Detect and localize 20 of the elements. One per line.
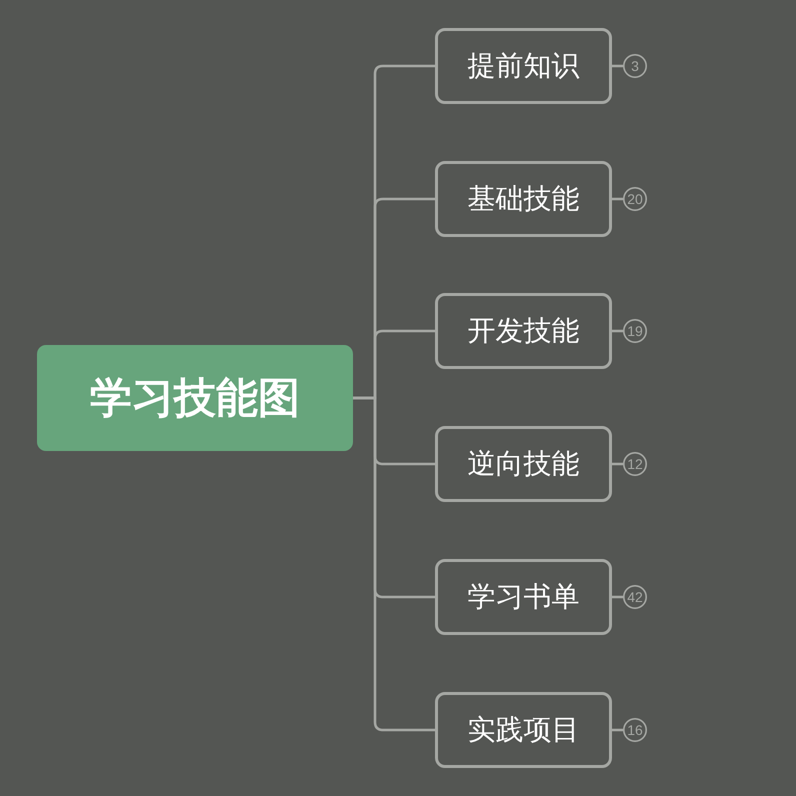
connector-line bbox=[612, 728, 623, 732]
connector-line bbox=[612, 596, 623, 598]
topic-box: 开发技能 bbox=[435, 293, 612, 369]
central-topic-box: 学习技能图 bbox=[37, 345, 353, 451]
connector-line bbox=[353, 396, 435, 732]
connector-line bbox=[612, 462, 623, 466]
count-circle: 3 bbox=[623, 54, 647, 78]
connector-line bbox=[612, 330, 623, 332]
topic-box: 基础技能 bbox=[435, 161, 612, 237]
count-circle: 20 bbox=[623, 187, 647, 211]
count-circle: 12 bbox=[623, 452, 647, 476]
topic-box: 提前知识 bbox=[435, 28, 612, 104]
count-circle: 19 bbox=[623, 319, 647, 343]
topic-box: 学习书单 bbox=[435, 559, 612, 635]
count-circle: 42 bbox=[623, 585, 647, 609]
count-circle: 16 bbox=[623, 718, 647, 742]
topic-box: 逆向技能 bbox=[435, 426, 612, 502]
topic-box: 实践项目 bbox=[435, 692, 612, 768]
connector-line bbox=[612, 64, 623, 68]
connector-line bbox=[612, 198, 623, 200]
